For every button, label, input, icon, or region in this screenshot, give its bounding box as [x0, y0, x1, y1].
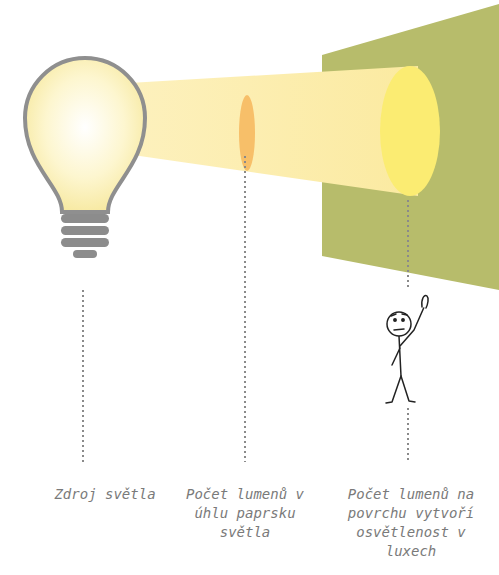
bulb-base: [61, 226, 109, 235]
figure-hand: [422, 296, 428, 308]
leader-line: [244, 156, 246, 462]
bulb-base: [61, 214, 109, 223]
figure-head: [387, 312, 411, 336]
bulb-glass: [25, 58, 145, 212]
caption-label: Počet lumenů v úhlu paprsku světla: [183, 485, 307, 542]
figure-arm: [392, 348, 400, 365]
lit-spot: [380, 66, 440, 196]
bulb-tip: [73, 250, 97, 258]
figure-eye: [394, 319, 396, 321]
figure-mouth: [394, 329, 404, 330]
caption-label: Počet lumenů na povrchu vytvoří osvětlen…: [328, 485, 494, 561]
leader-line: [82, 290, 84, 462]
figure-brows: [391, 314, 407, 316]
leader-line: [407, 200, 409, 288]
leader-line: [407, 408, 409, 462]
bulb-base: [61, 238, 109, 247]
figure-legs: [386, 376, 415, 403]
stick-figure: [386, 296, 428, 403]
figure-body: [399, 336, 401, 376]
light-beam: [112, 66, 418, 196]
caption-label: Zdroj světla: [50, 485, 160, 504]
figure-eye: [402, 319, 404, 321]
beam-cross-section: [239, 95, 255, 171]
